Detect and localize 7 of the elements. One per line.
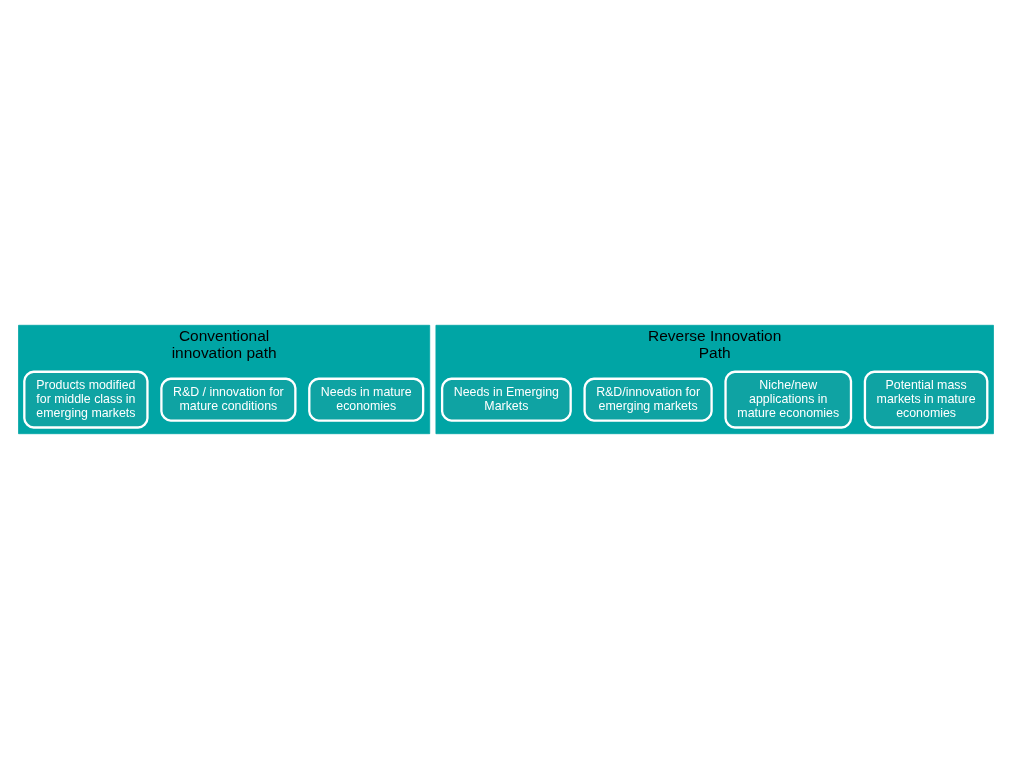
node-box: Needs in mature economies: [308, 377, 425, 422]
node-box: Products modified for middle class in emerging markets: [23, 370, 149, 429]
node-box: Needs in Emerging Markets: [440, 377, 572, 422]
node-box: R&D / innovation for mature conditions: [160, 377, 297, 422]
node-box: R&D/innovation for emerging markets: [583, 377, 713, 422]
node-box: Niche/new applications in mature economies: [724, 370, 853, 429]
node-box: Potential mass markets in mature economies: [863, 370, 989, 429]
